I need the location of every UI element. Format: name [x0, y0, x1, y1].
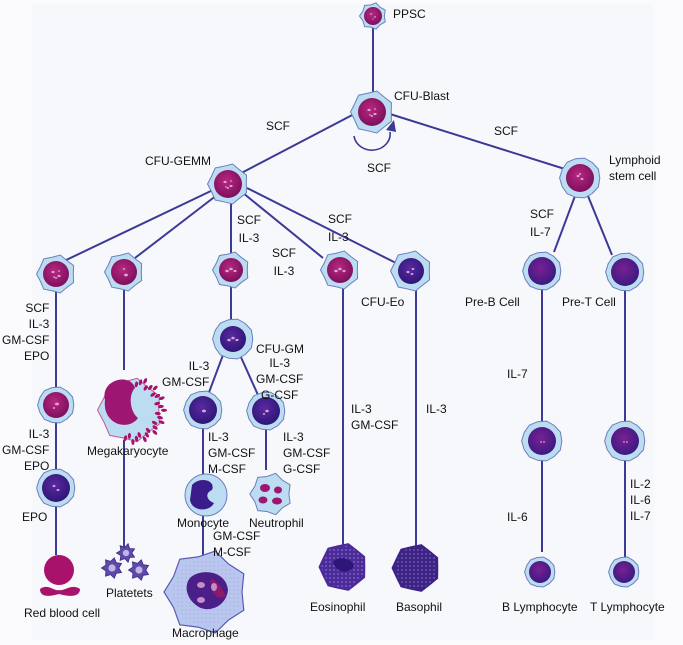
cell-ppsc [358, 2, 386, 30]
label-pre-t-cell: Pre-T Cell [562, 295, 616, 309]
label-ppsc: PPSC [393, 7, 426, 21]
label-cfu-eo: CFU-Eo [361, 295, 405, 309]
cell-b-lymphocyte [524, 556, 556, 588]
cell-t-lymphocyte [608, 556, 640, 588]
label-eosinophil: Eosinophil [310, 600, 366, 614]
label-pre-b-cell: Pre-B Cell [465, 295, 520, 309]
cell-monocyte [184, 473, 228, 517]
label-cfu-blast: CFU-Blast [394, 89, 450, 103]
edge-lymphoid-pre-t [587, 195, 613, 256]
edge-gemm-erythroid [61, 189, 214, 263]
cell-cfu-blast [349, 90, 392, 134]
cell-monocyte-precursor [183, 390, 223, 430]
label-cfu-gemm: CFU-GEMM [145, 154, 211, 168]
label-platelets: Platetets [106, 586, 153, 600]
edge-gemm-baso-progenitor [246, 187, 397, 264]
factor-gemm-to-gm-progenitor: SCF IL-3 [237, 213, 261, 245]
factor-blast-self-renewal: SCF [367, 161, 391, 175]
cell-eosinophil [318, 543, 366, 591]
edge-blast-gemm [227, 111, 359, 181]
factor-gm-to-neutrophil-precursor: IL-3 GM-CSF G-CSF [256, 356, 304, 402]
label-macrophage: Macrophage [172, 626, 239, 640]
factor-gemm-to-baso-progenitor: SCF IL-3 [328, 212, 352, 244]
label-megakaryocyte: Megakaryocyte [87, 444, 169, 458]
factor-eosinophil: IL-3 GM-CSF [351, 402, 399, 432]
edge-gemm-eo-progenitor [242, 192, 324, 259]
label-cfu-gm: CFU-GM [256, 342, 304, 356]
label-basophil: Basophil [396, 600, 443, 614]
cell-eo-progenitor [319, 250, 359, 290]
self-renewal-arrow [353, 120, 396, 151]
factor-blast-to-lymphoid: SCF [494, 124, 518, 138]
factor-pre-b-to-b: IL-7 [507, 367, 528, 381]
factor-to-monocyte: IL-3 GM-CSF M-CSF [208, 430, 256, 476]
label-b-lymphocyte: B Lymphocyte [502, 600, 578, 614]
edge-lymphoid-pre-b [553, 195, 576, 253]
cell-baso-progenitor [389, 250, 431, 292]
edge-blast-lymphoid [389, 113, 569, 171]
cell-neutrophil [249, 472, 291, 516]
cell-b-lymphocyte-precursor [521, 420, 563, 462]
cell-gm-progenitor [211, 251, 249, 289]
factor-t-maturation: IL-2 IL-6 IL-7 [630, 477, 651, 523]
label-lymphoid-stem-cell: Lymphoid stem cell [609, 153, 661, 183]
edge-cfu-gm-monocyte-precursor [207, 354, 224, 396]
edge-gemm-megakaryoblast [134, 194, 218, 259]
cell-pre-b [522, 251, 562, 291]
cell-cfu-gm [212, 318, 254, 360]
edge-cfu-gm-neutrophil-precursor [239, 354, 259, 396]
cell-lymphoid-stem-cell [559, 157, 601, 199]
cell-pre-t [605, 252, 645, 292]
cell-platelets [100, 542, 150, 581]
cell-macrophage [163, 550, 245, 634]
factor-gemm-to-eo-progenitor: SCF IL-3 [272, 246, 296, 278]
factor-erythroid-1: SCF IL-3 GM-CSF EPO [2, 301, 50, 363]
factor-b-maturation: IL-6 [507, 510, 528, 524]
factor-monocyte-to-macrophage: GM-CSF M-CSF [213, 529, 261, 559]
cell-neutrophil-precursor [246, 391, 286, 431]
factor-gm-to-monocyte-precursor: IL-3 GM-CSF [162, 359, 210, 389]
factor-erythroid-2: IL-3 GM-CSF EPO [2, 427, 50, 473]
cell-erythroid-2 [37, 386, 75, 424]
label-neutrophil: Neutrophil [249, 516, 304, 530]
cell-erythroid-3 [36, 468, 76, 508]
factor-lymphoid-to-pre-b: SCF IL-7 [530, 207, 554, 239]
factor-blast-to-gemm: SCF [266, 119, 290, 133]
cell-basophil [391, 544, 439, 592]
label-t-lymphocyte: T Lymphocyte [590, 600, 665, 614]
cell-megakaryoblast [103, 252, 143, 292]
cell-red-blood-cell [40, 555, 80, 596]
label-red-blood-cell: Red blood cell [24, 606, 101, 620]
cell-megakaryocyte [96, 377, 167, 445]
factor-basophil: IL-3 [426, 402, 447, 416]
cell-cfu-gemm [206, 163, 248, 205]
cell-erythroid-progenitor [35, 254, 75, 294]
cell-t-lymphocyte-precursor [604, 420, 646, 462]
factor-erythroid-3: EPO [22, 510, 48, 524]
label-monocyte: Monocyte [177, 516, 230, 530]
factor-to-neutrophil: IL-3 GM-CSF G-CSF [283, 430, 331, 476]
